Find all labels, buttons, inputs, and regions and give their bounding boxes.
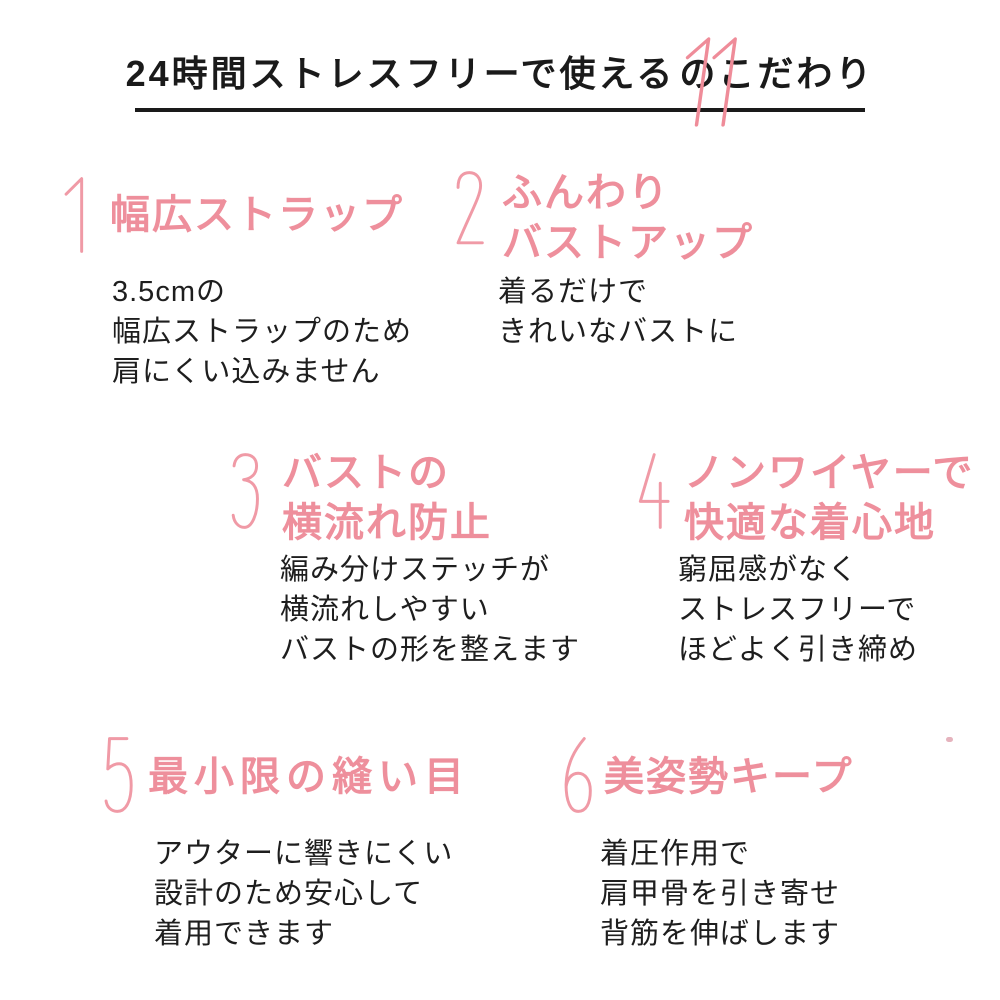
feature-3-body: 編み分けステッチが 横流れしやすい バストの形を整えます (280, 550, 580, 670)
feature-1-body-line: 幅広ストラップのため (112, 316, 413, 348)
feature-5-body-line: アウターに響きにくい (154, 838, 454, 870)
pink-speck-artifact (946, 737, 953, 742)
feature-2-number-numeral (452, 170, 487, 248)
feature-6-number-numeral (560, 736, 595, 814)
header-title-prefix: 24時間ストレスフリーで使える (125, 53, 676, 94)
feature-5-body-line: 着用できます (154, 918, 335, 950)
feature-1-title-line: 幅広ストラップ (110, 193, 404, 237)
feature-3-title-line: バストの (282, 451, 450, 495)
feature-2-body: 着るだけで きれいなバストに (498, 272, 738, 352)
feature-3-body-line: バストの形を整えます (280, 634, 581, 666)
feature-6-body-line: 肩甲骨を引き寄せ (600, 878, 841, 910)
feature-3-title-line: 横流れ防止 (282, 501, 492, 545)
feature-2-title: ふんわり バストアップ (502, 168, 754, 268)
feature-6-body-line: 着圧作用で (600, 838, 751, 870)
feature-6-body-line: 背筋を伸ばします (600, 918, 841, 950)
feature-2-title-line: バストアップ (502, 221, 754, 265)
feature-1-body-line: 3.5cmの (112, 276, 226, 308)
feature-1-body: 3.5cmの 幅広ストラップのため 肩にくい込みません (112, 272, 412, 392)
feature-2-body-line: 着るだけで (498, 276, 649, 308)
feature-4-title-line: ノンワイヤーで (684, 451, 975, 495)
feature-1-number-numeral (60, 176, 95, 254)
feature-3-number-numeral (228, 452, 263, 530)
feature-2-title-line: ふんわり (502, 171, 670, 215)
feature-5-number-numeral (100, 736, 135, 814)
feature-4-body-line: ほどよく引き締め (678, 634, 919, 666)
feature-3-body-line: 横流れしやすい (280, 594, 490, 626)
feature-4-body-line: 窮屈感がなく (678, 554, 859, 586)
feature-1-title: 幅広ストラップ (110, 190, 404, 240)
feature-5-title-line: 最小限の縫い目 (148, 755, 470, 799)
feature-4-body-line: ストレスフリーで (678, 594, 917, 626)
feature-1-body-line: 肩にくい込みません (112, 356, 381, 388)
feature-2-body-line: きれいなバストに (498, 316, 739, 348)
feature-6-title-line: 美姿勢キープ (604, 755, 854, 799)
feature-6-title: 美姿勢キープ (604, 752, 854, 802)
feature-6-body: 着圧作用で 肩甲骨を引き寄せ 背筋を伸ばします (600, 834, 840, 954)
feature-5-body: アウターに響きにくい 設計のため安心して 着用できます (154, 834, 453, 954)
feature-5-body-line: 設計のため安心して (154, 878, 424, 910)
header: 24時間ストレスフリーで使える のこだわり (126, 37, 871, 127)
header-title-suffix: のこだわり (679, 53, 875, 94)
feature-4-title: ノンワイヤーで 快適な着心地 (684, 448, 974, 548)
feature-4-number-numeral (636, 452, 671, 530)
feature-4-body: 窮屈感がなく ストレスフリーで ほどよく引き締め (678, 550, 918, 670)
feature-3-body-line: 編み分けステッチが (280, 554, 551, 586)
feature-3-title: バストの 横流れ防止 (282, 448, 492, 548)
feature-5-title: 最小限の縫い目 (148, 752, 470, 802)
feature-4-title-line: 快適な着心地 (684, 501, 936, 545)
